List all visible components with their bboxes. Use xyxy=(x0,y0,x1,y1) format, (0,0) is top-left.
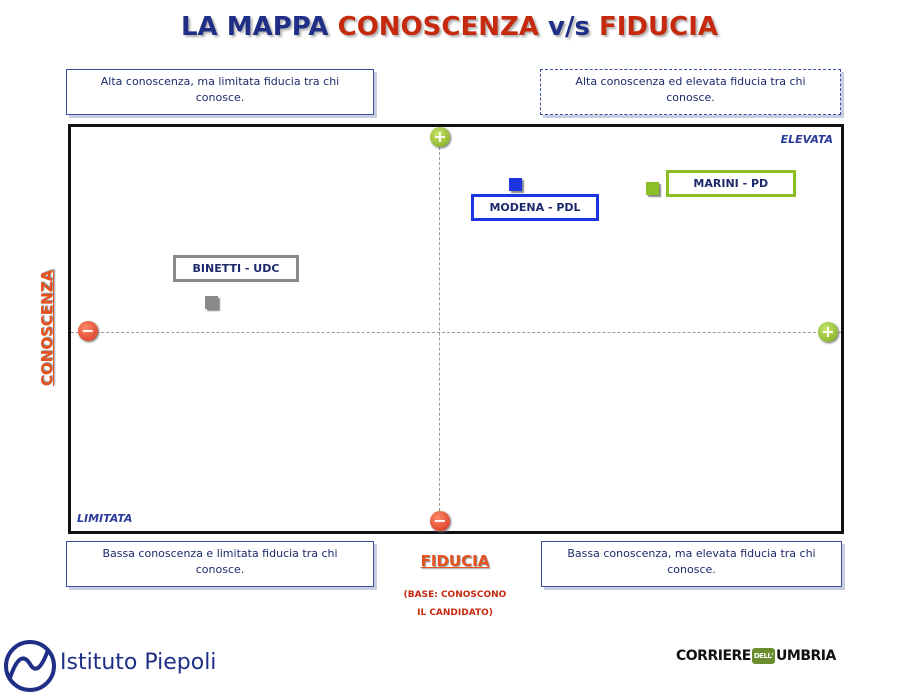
piepoli-mark-icon xyxy=(4,640,56,692)
title-part4: FIDUCIA xyxy=(599,12,719,42)
data-point-label: MARINI - PD xyxy=(665,170,796,198)
data-point-marker xyxy=(509,178,522,192)
corner-label-limitata: LIMITATA xyxy=(77,512,133,525)
base-note-line2: IL CANDIDATO) xyxy=(417,608,493,618)
base-note-line1: (BASE: CONOSCONO xyxy=(403,590,507,600)
piepoli-logo-text: Istituto Piepoli xyxy=(60,650,217,675)
logo-right-part-b: DELL' xyxy=(751,648,776,664)
y-axis-label: CONOSCENZA xyxy=(38,269,56,387)
logo-right-part-c: UMBRIA xyxy=(776,648,836,664)
horizontal-axis-line xyxy=(71,332,841,333)
title-part1: LA MAPPA xyxy=(180,12,338,42)
quadrant-note-top-left: Alta conoscenza, ma limitata fiducia tra… xyxy=(66,69,374,115)
quadrant-note-top-right: Alta conoscenza ed elevata fiducia tra c… xyxy=(540,69,841,115)
axis-left-minus-icon: − xyxy=(78,321,98,341)
corner-label-elevata: ELEVATA xyxy=(780,133,833,146)
logo-right-part-a: CORRIERE xyxy=(676,648,751,664)
page-title: LA MAPPA CONOSCENZA v/s FIDUCIA xyxy=(0,12,899,42)
base-note: (BASE: CONOSCONO IL CANDIDATO) xyxy=(380,586,530,622)
data-point-marker xyxy=(645,182,659,196)
data-point-label: MODENA - PDL xyxy=(471,194,599,222)
vertical-axis-line xyxy=(439,127,440,531)
istituto-piepoli-logo: Istituto Piepoli xyxy=(0,636,230,696)
data-point-label: BINETTI - UDC xyxy=(173,255,299,283)
axis-top-plus-icon: + xyxy=(430,127,450,147)
axis-right-plus-icon: + xyxy=(818,322,838,342)
data-point-marker xyxy=(205,296,218,310)
quadrant-note-bottom-left: Bassa conoscenza e limitata fiducia tra … xyxy=(66,541,374,587)
quadrant-note-bottom-right: Bassa conoscenza, ma elevata fiducia tra… xyxy=(541,541,842,587)
title-part3: v/s xyxy=(538,12,599,42)
title-part2: CONOSCENZA xyxy=(337,12,539,42)
x-axis-label: FIDUCIA xyxy=(420,552,490,570)
axis-bottom-minus-icon: − xyxy=(430,511,450,531)
